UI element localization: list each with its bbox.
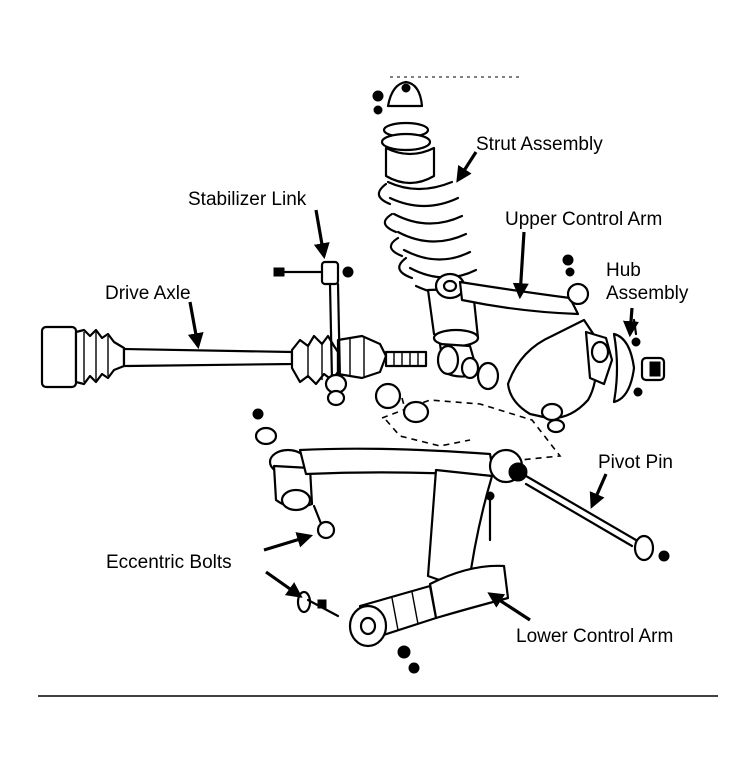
label-drive-axle: Drive Axle — [105, 283, 191, 304]
label-eccentric-bolts: Eccentric Bolts — [106, 552, 232, 573]
subframe-outline — [374, 382, 562, 461]
label-strut-assembly: Strut Assembly — [476, 134, 603, 155]
label-stabilizer-link: Stabilizer Link — [188, 189, 307, 210]
label-upper-control-arm: Upper Control Arm — [505, 209, 662, 230]
label-hub-assembly-line2: Assembly — [606, 283, 689, 304]
leader-arrows — [187, 151, 639, 622]
eccentric-bolts-drawing — [252, 408, 340, 618]
label-hub-assembly-line1: Hub — [606, 260, 641, 281]
drive-axle-drawing — [40, 325, 428, 389]
hub-assembly-drawing — [506, 318, 666, 434]
stabilizer-link-drawing — [273, 260, 354, 407]
pivot-pin-drawing — [524, 474, 670, 562]
label-lower-control-arm: Lower Control Arm — [516, 626, 673, 647]
strut-assembly-drawing — [372, 80, 500, 391]
lower-control-arm-drawing — [268, 447, 528, 674]
label-pivot-pin: Pivot Pin — [598, 452, 673, 473]
